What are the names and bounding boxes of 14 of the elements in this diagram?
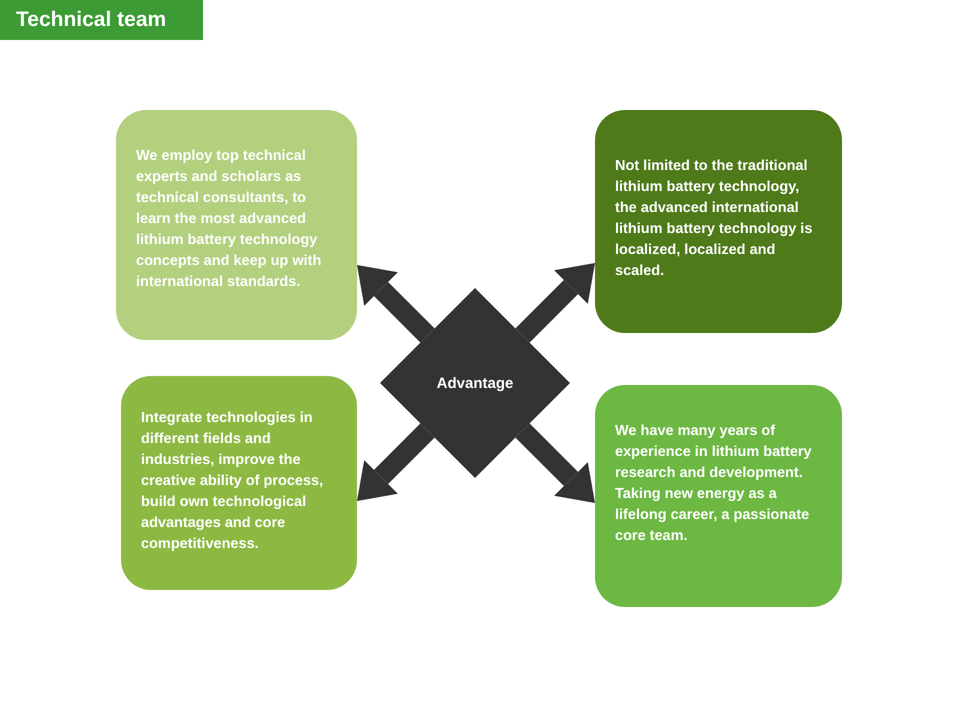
text-card — [595, 110, 842, 333]
text-card — [116, 110, 357, 340]
center-label: Advantage — [436, 374, 514, 392]
text-card — [121, 376, 357, 590]
arrow — [515, 263, 595, 343]
title-banner: Technical team — [0, 0, 203, 40]
text-card — [595, 385, 842, 607]
arrow — [515, 423, 595, 503]
card-text: We employ top technical experts and scholars as technical consultants, to learn the most advanced lithium battery technology concepts and keep up with international standards. — [136, 147, 322, 292]
arrow — [357, 265, 435, 343]
card-text: Not limited to the traditional lithium battery technology, the advanced international lithium battery technology is localized, localized and scaled. — [615, 157, 814, 281]
card-text: We have many years of experience in lithium battery research and development. Taking new energy as a lifelong career, a passionate core team. — [615, 422, 813, 546]
card-text: Integrate technologies in different fields and industries, improve the creative ability of process, build own technological advantages and core competitiveness. — [141, 409, 324, 554]
arrow — [357, 423, 435, 501]
